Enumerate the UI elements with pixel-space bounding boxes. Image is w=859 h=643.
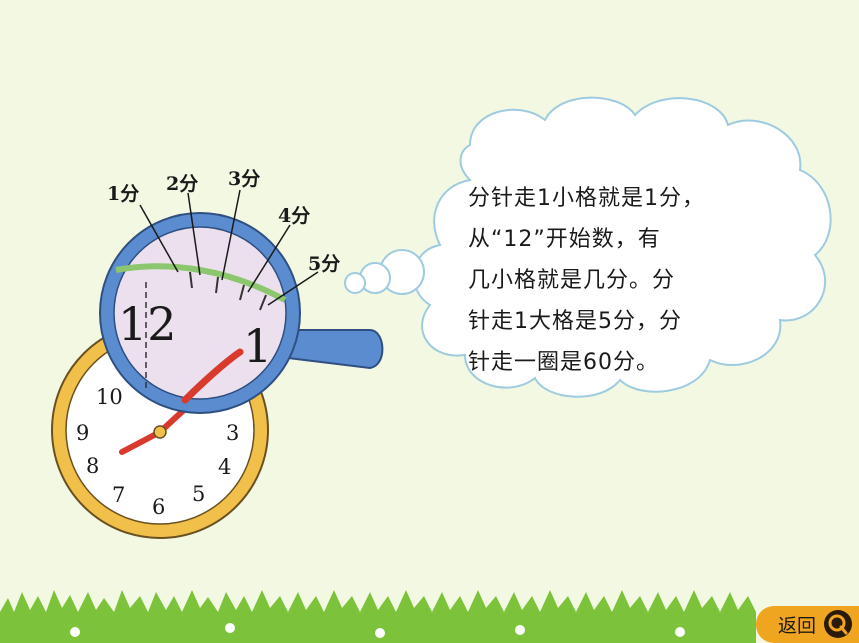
label-3-minute: 3分 bbox=[228, 168, 260, 190]
clock-number-3: 3 bbox=[226, 421, 239, 445]
clock-number-5: 5 bbox=[192, 482, 205, 506]
cloud-text: 分针走1小格就是1分， 从“12”开始数，有 几小格就是几分。分 针走1大格是5… bbox=[468, 178, 798, 383]
clock-number-9: 9 bbox=[76, 421, 89, 445]
bubble-dot-small bbox=[344, 272, 366, 294]
clock-number-7: 7 bbox=[112, 483, 125, 507]
tick-2 bbox=[215, 276, 219, 294]
magnifier-handle bbox=[286, 329, 384, 370]
clock-number-10: 10 bbox=[96, 385, 123, 409]
magnified-clock-rim bbox=[115, 263, 287, 303]
hour-hand bbox=[119, 429, 163, 455]
cloud-line-5: 针走一圈是60分。 bbox=[468, 350, 659, 375]
label-4-minute: 4分 bbox=[278, 205, 310, 227]
label-2-minute: 2分 bbox=[166, 173, 198, 195]
thought-cloud bbox=[344, 96, 832, 398]
clock-number-6: 6 bbox=[152, 495, 165, 519]
cloud-line-1: 分针走1小格就是1分， bbox=[468, 186, 705, 211]
flower bbox=[675, 627, 685, 637]
tick-3 bbox=[239, 284, 245, 301]
flower bbox=[225, 623, 235, 633]
pointer-2 bbox=[187, 192, 201, 276]
back-label: 返回 bbox=[778, 615, 817, 637]
flower bbox=[375, 628, 385, 638]
back-button[interactable]: 返回 bbox=[756, 606, 859, 643]
flower bbox=[70, 627, 80, 637]
tick-1 bbox=[189, 271, 193, 289]
cloud-line-2: 从“12”开始数，有 bbox=[468, 227, 661, 252]
clock-center bbox=[153, 425, 167, 439]
clock-number-4: 4 bbox=[218, 455, 231, 479]
label-1-minute: 1分 bbox=[107, 183, 139, 205]
magnified-number-1: 1 bbox=[243, 319, 272, 373]
magnifier: 12 1 bbox=[99, 189, 384, 414]
pointer-1 bbox=[139, 204, 179, 273]
magnified-minute-hand bbox=[181, 348, 244, 404]
cloud-line-4: 针走1大格是5分，分 bbox=[468, 309, 682, 334]
magnifier-lens bbox=[113, 226, 287, 400]
label-5-minute: 5分 bbox=[308, 253, 340, 275]
pointer-3 bbox=[221, 189, 241, 281]
flower bbox=[515, 625, 525, 635]
magnified-number-12: 12 bbox=[118, 297, 177, 351]
tick-4 bbox=[259, 294, 267, 311]
cloud-line-3: 几小格就是几分。分 bbox=[468, 268, 676, 293]
pointer-5 bbox=[267, 271, 319, 306]
magnifier-q-icon bbox=[824, 610, 852, 638]
grass-border bbox=[0, 590, 756, 643]
pointer-4 bbox=[247, 224, 291, 293]
clock-number-8: 8 bbox=[86, 454, 99, 478]
